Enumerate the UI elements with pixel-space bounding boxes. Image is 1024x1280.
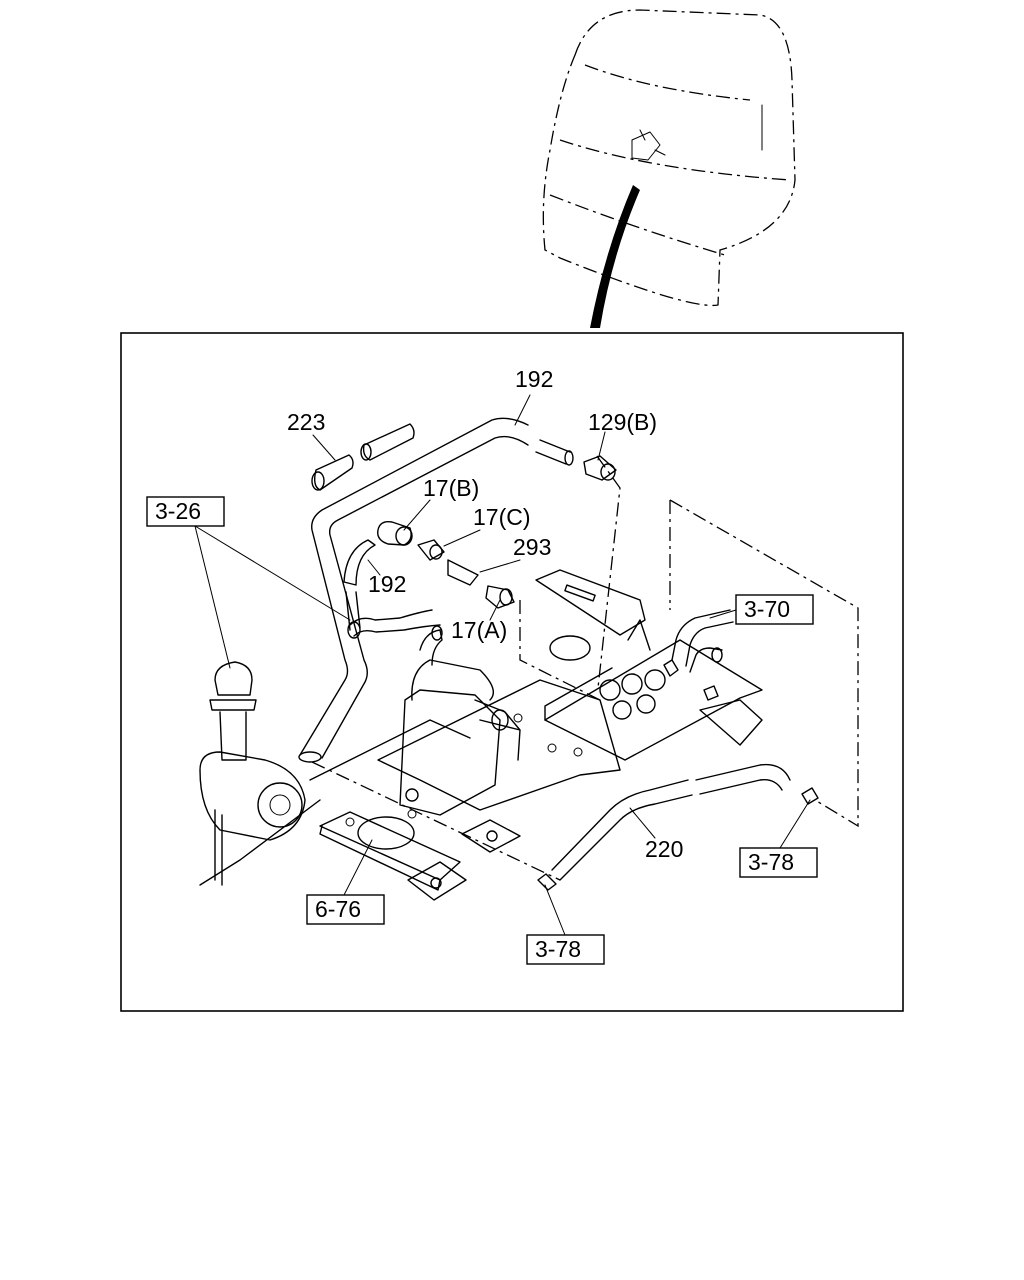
ref-3-78-right[interactable]: 3-78: [739, 847, 818, 878]
ref-6-76[interactable]: 6-76: [306, 894, 385, 925]
hose-192-long: [298, 417, 574, 763]
label-192-top: 192: [515, 366, 553, 392]
connector-129b: [583, 455, 617, 481]
valve-bracket: [535, 569, 763, 761]
ref-3-78-right-text: 3-78: [748, 849, 794, 875]
label-17a: 17(A): [451, 617, 507, 643]
hose-370: [671, 609, 734, 673]
label-223: 223: [287, 409, 325, 435]
detail-frame: [120, 332, 904, 1012]
label-293: 293: [513, 534, 551, 560]
hose-220: [537, 763, 819, 891]
label-129b: 129(B): [588, 409, 657, 435]
hose-192-short: [343, 539, 376, 631]
hose-223: [311, 423, 415, 491]
base-plate: [309, 635, 621, 901]
cab-outline: [542, 9, 796, 307]
ref-3-26-text: 3-26: [155, 498, 201, 524]
cab-pointer: [590, 185, 640, 328]
pump-assembly: [347, 609, 521, 816]
label-17b: 17(B): [423, 475, 479, 501]
label-17c: 17(C): [473, 504, 531, 530]
left-actuator: [199, 661, 321, 886]
fittings-group: [377, 520, 515, 609]
ref-3-70[interactable]: 3-70: [735, 594, 814, 625]
label-192-mid: 192: [368, 571, 406, 597]
ref-3-70-text: 3-70: [744, 596, 790, 622]
leader-lines: [194, 394, 811, 936]
ref-3-78-bottom-text: 3-78: [535, 936, 581, 962]
ref-3-26[interactable]: 3-26: [146, 496, 225, 527]
dashdot-boundary: [311, 455, 859, 881]
label-220: 220: [645, 836, 683, 862]
ref-3-78-bottom[interactable]: 3-78: [526, 934, 605, 965]
ref-6-76-text: 6-76: [315, 896, 361, 922]
